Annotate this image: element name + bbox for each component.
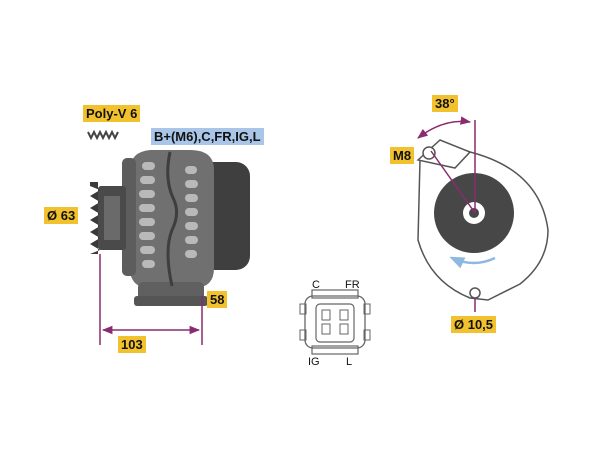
belt-type-label: Poly-V 6 [83,105,141,122]
pin-l-label: L [346,356,353,368]
pin-ig-label: IG [308,356,320,368]
rotation-arrow [449,256,496,269]
vent-slots [139,162,198,268]
pulley-diameter-label: Ø 63 [44,207,79,224]
poly-v-belt-icon [87,129,119,141]
m8-mount-hole [422,146,436,160]
terminal-label: B+(M6),C,FR,IG,L [151,128,264,145]
pin-fr-label: FR [345,279,360,291]
pin-c-label: C [312,279,320,291]
alternator-front-view [416,139,549,301]
height-label: 58 [207,291,228,308]
angle-indicator [417,116,476,312]
pulley [90,182,126,254]
alternator-side-view [90,150,250,306]
connector-diagram [299,289,371,355]
dimension-lines [99,254,203,345]
lower-mount-hole [469,287,481,299]
angle-label: 38° [432,95,458,112]
hole-diameter-label: Ø 10,5 [451,316,497,333]
thread-label: M8 [390,147,415,164]
length-label: 103 [118,336,146,353]
